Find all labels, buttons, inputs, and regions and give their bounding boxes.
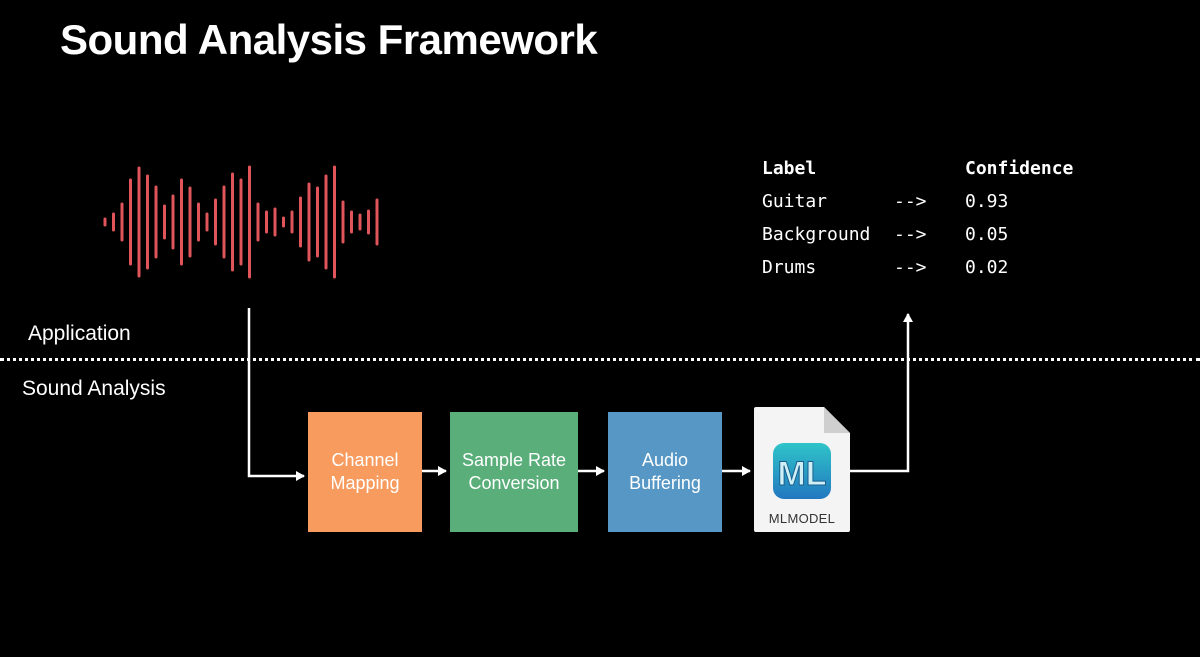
result-confidence: 0.02	[965, 257, 1009, 278]
result-arrow: -->	[894, 224, 927, 245]
audio-waveform-icon	[103, 165, 379, 279]
box-label-line1: Channel	[331, 450, 399, 470]
box-label-line2: Buffering	[629, 473, 701, 493]
audio-buffering-box: Audio Buffering	[608, 412, 722, 532]
output-connector-arrow	[850, 313, 913, 473]
channel-mapping-box: Channel Mapping	[308, 412, 422, 532]
result-label: Drums	[762, 257, 817, 278]
input-connector-arrow	[247, 308, 305, 481]
box-label-line1: Audio	[641, 450, 689, 470]
label-column-header: Label	[762, 158, 817, 179]
ml-model-file-icon: ML	[754, 407, 850, 532]
layer-divider	[0, 358, 1200, 361]
box-label-line1: Sample Rate	[461, 450, 567, 470]
result-confidence: 0.93	[965, 191, 1009, 212]
result-arrow: -->	[894, 191, 927, 212]
sample-rate-conversion-box: Sample Rate Conversion	[450, 412, 578, 532]
ml-badge-text: ML	[777, 455, 826, 493]
ml-model-caption: MLMODEL	[768, 511, 836, 526]
result-arrow: -->	[894, 257, 927, 278]
result-label: Guitar	[762, 191, 828, 212]
box-label-line2: Conversion	[468, 473, 560, 493]
result-confidence: 0.05	[965, 224, 1009, 245]
result-label: Background	[762, 224, 871, 245]
application-region-label: Application	[28, 322, 131, 345]
slide-title: Sound Analysis Framework	[60, 16, 598, 63]
sound-analysis-region-label: Sound Analysis	[22, 377, 166, 400]
box-label-line2: Mapping	[330, 473, 400, 493]
confidence-column-header: Confidence	[965, 158, 1074, 179]
